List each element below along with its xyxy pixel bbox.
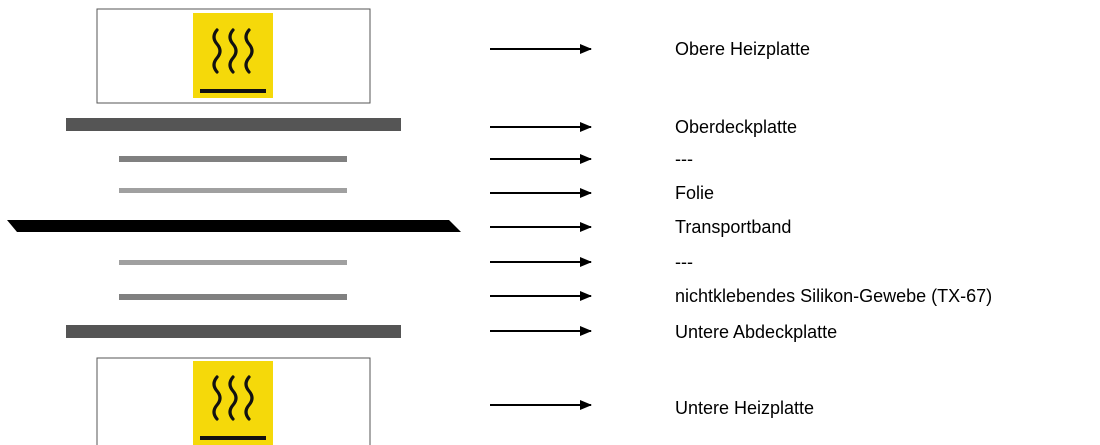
layer-label-spacer-lower: --- <box>675 252 693 272</box>
lower-heating-plate <box>96 357 371 445</box>
upper-heating-plate <box>96 8 371 104</box>
lower-cover-plate-bar <box>66 325 401 338</box>
hot-surface-warning-icon <box>193 13 273 98</box>
layer-label-upper-heating-plate: Obere Heizplatte <box>675 39 811 59</box>
layer-label-lower-cover-plate: Untere Abdeckplatte <box>675 322 838 342</box>
layer-label-foil: Folie <box>675 183 715 203</box>
transport-belt-bar <box>7 220 461 232</box>
layer-label-lower-heating-plate: Untere Heizplatte <box>675 398 815 418</box>
layer-label-silicone-fabric: nichtklebendes Silikon-Gewebe (TX-67) <box>675 286 993 306</box>
spacer-layer-lower-bar <box>119 260 347 265</box>
foil-bar <box>119 188 347 193</box>
silicone-fabric-bar <box>119 294 347 300</box>
upper-cover-plate-bar <box>66 118 401 131</box>
layer-label-spacer-upper: --- <box>675 149 693 169</box>
layer-label-upper-cover-plate: Oberdeckplatte <box>675 117 798 137</box>
hot-surface-warning-icon <box>193 361 273 445</box>
layer-label-transport-belt: Transportband <box>675 217 792 237</box>
spacer-layer-upper-bar <box>119 156 347 162</box>
